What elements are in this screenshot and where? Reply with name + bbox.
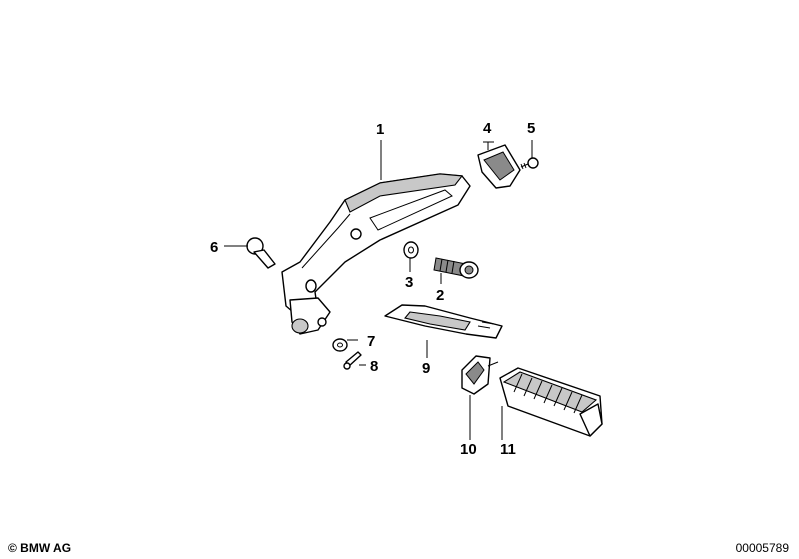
part-3-washer[interactable]	[403, 241, 419, 259]
part-11-footrest-rubber[interactable]	[499, 367, 603, 437]
callout-9: 9	[422, 360, 430, 377]
copyright-text: © BMW AG	[8, 541, 72, 555]
document-number: 00005789	[735, 541, 789, 555]
callout-labels: 1 2 3 4 5 6 7 8 9 10 11	[210, 120, 535, 458]
callout-4: 4	[483, 120, 492, 137]
part-9-footrest-plate[interactable]	[384, 304, 503, 339]
callout-1: 1	[376, 121, 384, 138]
part-4-rubber-cap[interactable]	[477, 144, 521, 189]
leader-lines	[224, 140, 533, 440]
part-2-bolt[interactable]	[433, 257, 479, 279]
part-6-pin[interactable]	[246, 237, 276, 269]
callout-10: 10	[460, 441, 477, 458]
part-5-screw[interactable]	[520, 157, 539, 170]
callout-5: 5	[527, 120, 535, 137]
part-1-footrest-bracket[interactable]	[281, 173, 471, 335]
part-10-adapter[interactable]	[461, 355, 499, 395]
callout-8: 8	[370, 358, 378, 375]
part-8-cotter-pin[interactable]	[343, 351, 362, 370]
callout-7: 7	[367, 333, 375, 350]
callout-3: 3	[405, 274, 413, 291]
part-7-washer[interactable]	[332, 338, 348, 352]
callout-6: 6	[210, 239, 218, 256]
callout-2: 2	[436, 287, 444, 304]
callout-11: 11	[500, 441, 516, 458]
